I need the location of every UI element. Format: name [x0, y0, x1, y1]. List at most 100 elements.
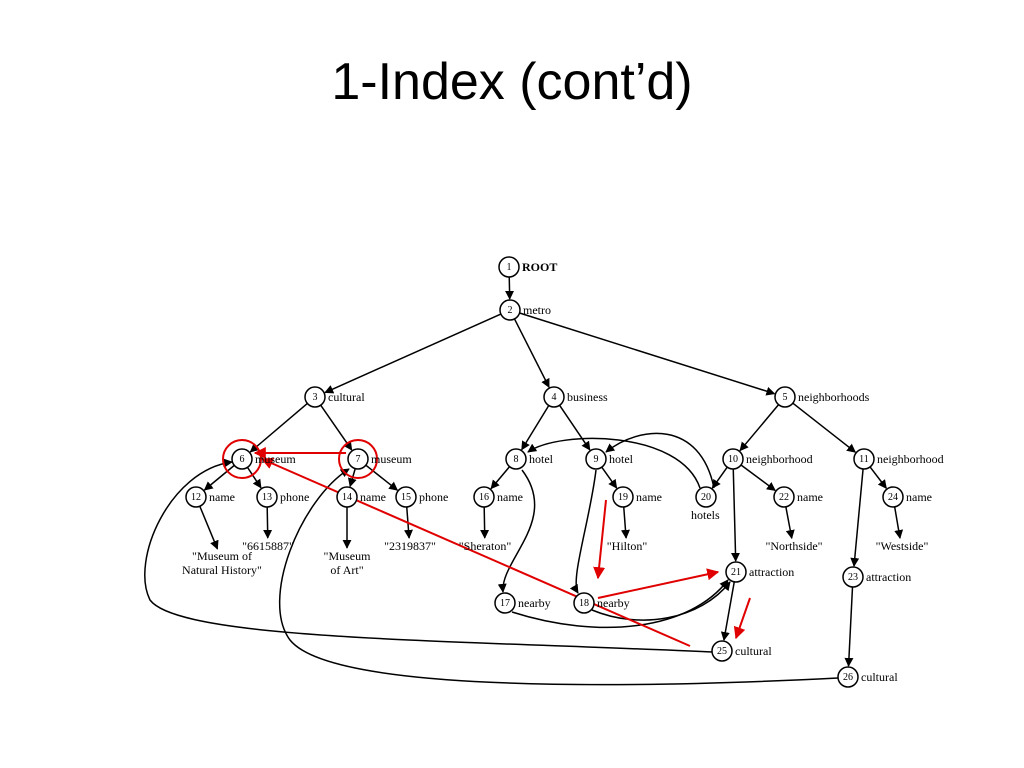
node-circle [304, 386, 326, 408]
node-label: cultural [328, 390, 365, 404]
edge-9-to-18 [569, 469, 597, 594]
value-v13: "6615887" [242, 539, 294, 553]
edge-10-to-22 [740, 464, 776, 492]
node-label: name [360, 490, 386, 504]
node-3: 3 cultural [304, 386, 365, 408]
node-circle [347, 448, 369, 470]
node-label: hotel [529, 452, 554, 466]
node-label: name [497, 490, 523, 504]
node-circle [543, 386, 565, 408]
node-id: 26 [843, 672, 853, 683]
node-circle [853, 448, 875, 470]
red-arrow-19-to-18 [593, 499, 607, 580]
edge-21-to-25 [720, 581, 735, 642]
node-circle [612, 486, 634, 508]
node-circle [256, 486, 278, 508]
node-label: attraction [749, 565, 794, 579]
node-circle [837, 666, 859, 688]
edge-10-to-21 [730, 468, 740, 562]
edge-22-to-v22 [785, 506, 795, 540]
node-label: phone [280, 490, 309, 504]
edge-26-to-7 [279, 468, 839, 686]
node-circle [722, 448, 744, 470]
node-2: 2 metro [499, 299, 551, 321]
edge-1-to-2 [505, 276, 515, 300]
node-id: 11 [859, 454, 869, 465]
value-v15: "2319837" [384, 539, 436, 553]
node-circle [185, 486, 207, 508]
edge-20-to-9 [605, 432, 715, 489]
red-arrow-18-to-21 [597, 568, 720, 599]
node-circle [231, 448, 253, 470]
node-id: 19 [618, 492, 628, 503]
node-circle [498, 256, 520, 278]
node-id: 22 [779, 492, 789, 503]
edge-2-to-3 [324, 313, 502, 394]
edge-8-to-16 [490, 466, 511, 490]
edge-17-to-21 [511, 579, 729, 629]
node-id: 2 [508, 305, 513, 316]
node-id: 16 [479, 492, 489, 503]
node-circle [395, 486, 417, 508]
node-label: hotels [691, 508, 720, 522]
edge-2-to-4 [513, 318, 550, 388]
node-label: nearby [597, 596, 630, 610]
node-id: 24 [888, 492, 898, 503]
red-arrow-to-25 [733, 597, 751, 640]
node-id: 5 [783, 392, 788, 403]
node-circle [695, 486, 717, 508]
node-id: 15 [401, 492, 411, 503]
node-circle [842, 566, 864, 588]
node-8: 8 hotel [505, 448, 554, 470]
edge-20-to-8 [527, 437, 701, 489]
node-label: metro [523, 303, 551, 317]
node-label: phone [419, 490, 448, 504]
highlight-circle-node-6 [222, 439, 262, 479]
node-label: museum [371, 452, 412, 466]
edge-5-to-11 [792, 402, 857, 453]
edge-3-to-7 [320, 404, 353, 451]
node-id: 8 [514, 454, 519, 465]
node-label: name [209, 490, 235, 504]
node-circle [473, 486, 495, 508]
edge-2-to-5 [519, 312, 776, 396]
node-20: 20 hotels [691, 486, 720, 522]
edge-11-to-23 [850, 468, 864, 567]
edge-3-to-6 [249, 402, 308, 453]
node-id: 14 [342, 492, 352, 503]
slide-title: 1-Index (cont’d) [331, 53, 693, 111]
node-circle [774, 386, 796, 408]
node-label: name [797, 490, 823, 504]
node-circle [573, 592, 595, 614]
node-id: 3 [313, 392, 318, 403]
node-id: 17 [500, 598, 510, 609]
node-label: business [567, 390, 608, 404]
node-id: 20 [701, 492, 711, 503]
node-id: 6 [240, 454, 245, 465]
edge-4-to-8 [521, 405, 550, 451]
node-circle [494, 592, 516, 614]
node-circle [505, 448, 527, 470]
value-v19: "Hilton" [607, 539, 648, 553]
value-v24: "Westside" [876, 539, 929, 553]
value-v16: "Sheraton" [459, 539, 512, 553]
edge-19-to-v19 [621, 506, 630, 539]
node-id: 23 [848, 572, 858, 583]
